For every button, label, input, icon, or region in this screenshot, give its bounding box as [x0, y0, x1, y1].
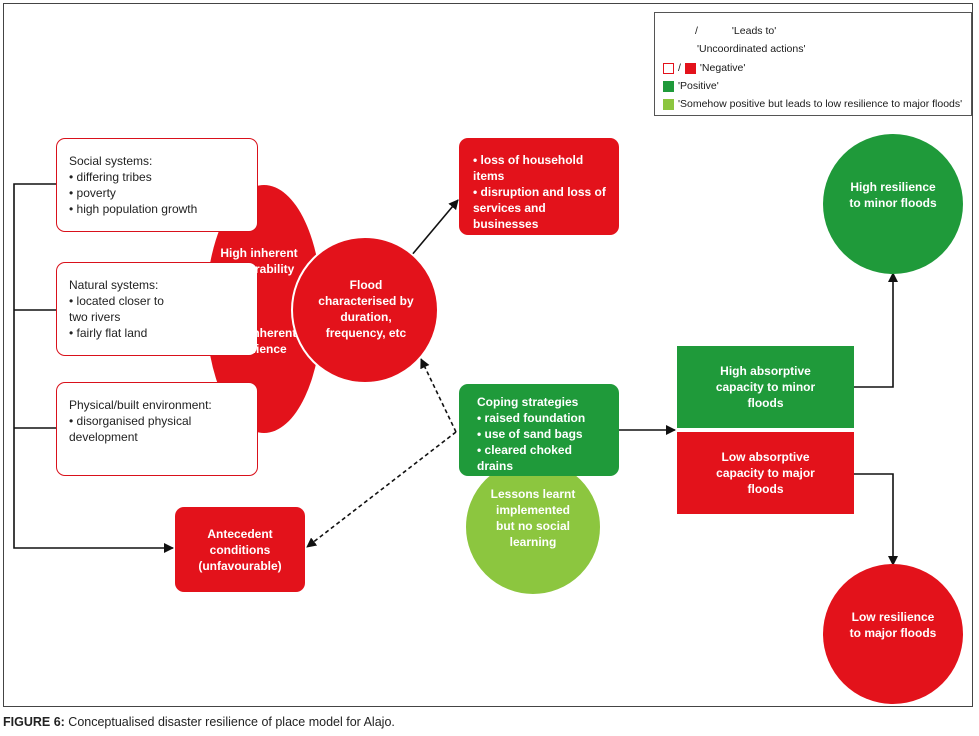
list-item: personal injuries etc.	[473, 232, 609, 248]
coping-strategies-title: Coping strategies	[477, 395, 579, 409]
natural-systems-title: Natural systems:	[69, 278, 159, 292]
legend-row-leads-to: / 'Leads to'	[695, 24, 777, 38]
coping-to-flood-dashed-arrow	[420, 358, 457, 433]
low-absorptive-to-resilience-arrow	[853, 473, 898, 566]
list-item: raised foundation	[477, 410, 609, 426]
high-vulnerability-label: High inherent vulnerability	[220, 246, 298, 276]
physical-environment-title: Physical/built environment:	[69, 398, 212, 412]
physical-environment-list: disorganised physical development	[69, 413, 209, 445]
list-item: poverty	[69, 185, 245, 201]
list-item: loss of household items	[473, 152, 609, 184]
vulnerability-ellipse	[206, 185, 322, 433]
list-item: use of sand bags	[477, 426, 609, 442]
physical-environment-box: Physical/built environment: disorganised…	[56, 382, 258, 476]
flood-to-impacts-arrow	[410, 199, 459, 257]
high-resilience-circle	[823, 134, 963, 274]
high-absorptive-to-resilience-arrow	[853, 272, 898, 388]
legend-leads-to-label: 'Leads to'	[731, 25, 777, 37]
legend-positive-label: 'Positive'	[678, 80, 719, 92]
legend-slash: /	[695, 25, 698, 37]
high-absorptive-box: High absorptive capacity to minor floods	[677, 346, 854, 428]
list-item: disruption and loss of services and busi…	[473, 184, 609, 232]
antecedent-conditions-box: Antecedent conditions (unfavourable)	[175, 507, 305, 592]
impacts-box: loss of household items disruption and l…	[459, 138, 619, 247]
lessons-label: Lessons learnt implemented but no social…	[490, 487, 576, 549]
high-absorptive-label: High absorptive capacity to minor floods	[715, 364, 816, 410]
flood-label: Flood characterised by duration, frequen…	[318, 278, 414, 340]
coping-strategies-list: raised foundation use of sand bags clear…	[477, 410, 609, 474]
somehow-positive-swatch-icon	[663, 98, 674, 110]
caption-label: FIGURE 6:	[3, 715, 65, 729]
bracket-connector	[13, 183, 174, 553]
low-resilience-inherent-label: Low inherent resilience	[221, 326, 297, 356]
impacts-list: loss of household items disruption and l…	[473, 152, 609, 248]
negative-filled-swatch-icon	[684, 62, 696, 74]
social-systems-box: Social systems: differing tribes poverty…	[56, 138, 258, 232]
low-resilience-label: Low resilience to major floods	[849, 610, 937, 640]
positive-swatch-icon	[663, 80, 674, 92]
natural-systems-box: Natural systems: located closer to two r…	[56, 262, 258, 356]
negative-outline-swatch-icon	[663, 62, 674, 74]
social-systems-list: differing tribes poverty high population…	[69, 169, 245, 217]
low-absorptive-label: Low absorptive capacity to major floods	[716, 450, 815, 496]
legend-row-uncoordinated: 'Uncoordinated actions'	[697, 42, 806, 56]
legend-negative-label: 'Negative'	[699, 62, 746, 74]
high-resilience-label: High resilience to minor floods	[849, 180, 937, 210]
legend-slash-2: /	[678, 62, 681, 74]
low-absorptive-box: Low absorptive capacity to major floods	[677, 432, 854, 514]
list-item: differing tribes	[69, 169, 245, 185]
list-item: high population growth	[69, 201, 245, 217]
social-systems-title: Social systems:	[69, 154, 153, 168]
list-item: disorganised physical development	[69, 413, 209, 445]
figure-caption: FIGURE 6: Conceptualised disaster resili…	[3, 715, 395, 729]
low-resilience-circle	[823, 564, 963, 704]
natural-systems-list: located closer to two rivers fairly flat…	[69, 293, 181, 341]
flood-circle	[291, 236, 439, 384]
legend-uncoordinated-label: 'Uncoordinated actions'	[697, 43, 806, 55]
list-item: cleared choked drains	[477, 442, 609, 474]
legend-row-somehow-positive: 'Somehow positive but leads to low resil…	[663, 97, 962, 111]
legend-row-positive: 'Positive'	[663, 79, 719, 93]
legend-row-negative: / 'Negative'	[663, 61, 745, 75]
list-item: located closer to two rivers	[69, 293, 181, 325]
legend: / 'Leads to' 'Uncoordinated actions' / '…	[654, 12, 972, 116]
figure-frame	[3, 3, 973, 707]
list-item: fairly flat land	[69, 325, 181, 341]
antecedent-label: Antecedent conditions (unfavourable)	[198, 526, 282, 573]
coping-strategies-box: Coping strategies raised foundation use …	[459, 384, 619, 476]
caption-text: Conceptualised disaster resilience of pl…	[68, 715, 395, 729]
coping-to-antecedent-dashed-arrow	[306, 431, 457, 548]
legend-somehow-positive-label: 'Somehow positive but leads to low resil…	[678, 98, 963, 110]
